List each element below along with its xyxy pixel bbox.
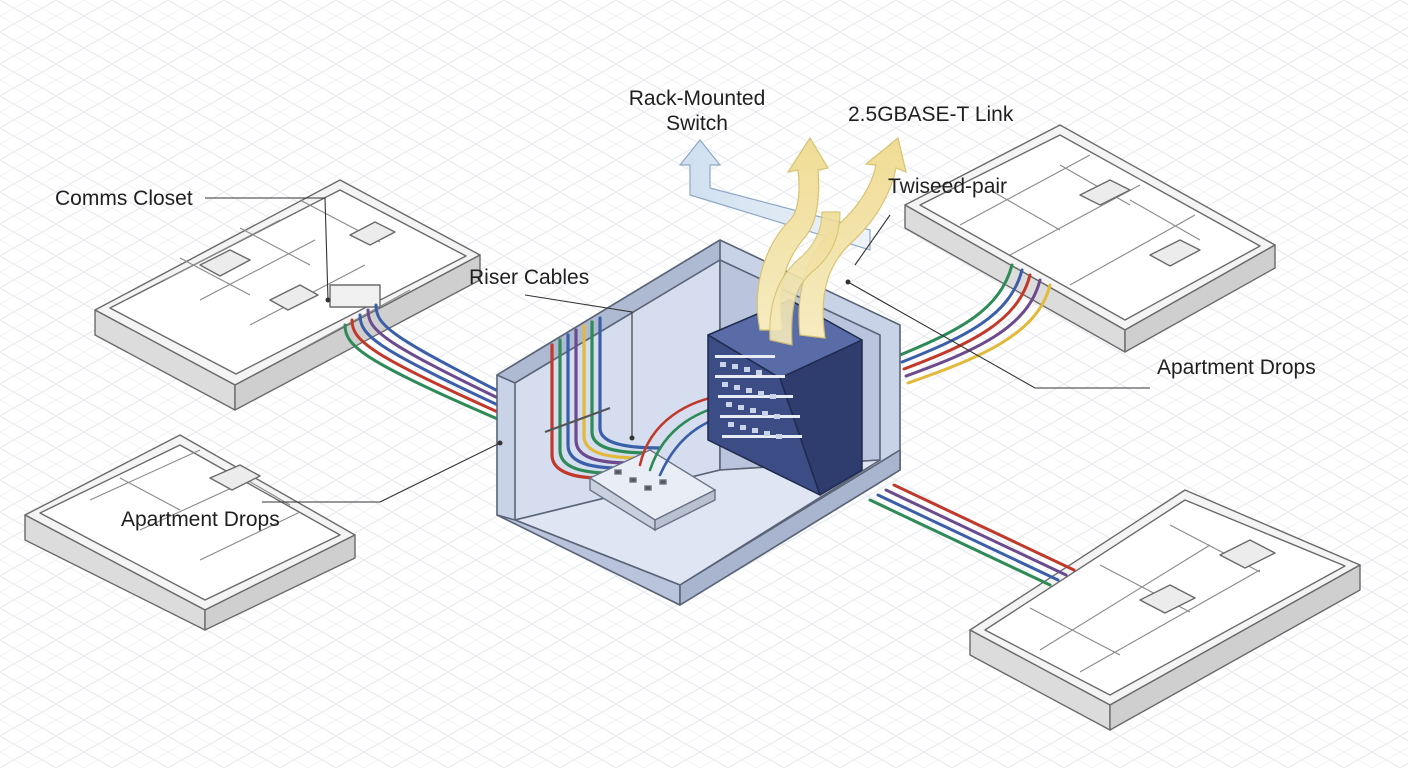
cable-tie	[544, 407, 611, 433]
label-apartment-drops-left: Apartment Drops	[121, 508, 280, 531]
label-rack-mounted-switch-line1: Rack-Mounted	[628, 87, 766, 110]
apartment-top-left	[94, 179, 481, 411]
leader-lines	[205, 197, 1150, 503]
cable-bundle-right	[898, 263, 1052, 385]
label-link: 2.5GBASE-T Link	[848, 103, 1014, 126]
label-riser-cables: Riser Cables	[469, 266, 590, 289]
link-arrow-left	[756, 136, 829, 331]
apartment-bottom-left	[24, 434, 356, 631]
cable-bundle-left	[343, 303, 502, 422]
apartment-top-right	[904, 124, 1276, 353]
label-comms-closet: Comms Closet	[55, 187, 193, 210]
apartment-bottom-right	[969, 489, 1361, 731]
patch-panel	[588, 449, 717, 532]
label-rack-mounted-switch-line2: Switch	[666, 112, 728, 135]
cable-bundle-bottom-right	[868, 483, 1076, 587]
label-rack-mounted-switch: Rack-Mounted Switch	[612, 86, 782, 136]
label-apartment-drops-right: Apartment Drops	[1157, 356, 1316, 379]
label-twisted-pair: Twiseed-pair	[888, 175, 1008, 198]
link-arrow-center	[769, 211, 841, 346]
rack-switch	[707, 299, 863, 496]
leader-dots	[325, 279, 851, 446]
